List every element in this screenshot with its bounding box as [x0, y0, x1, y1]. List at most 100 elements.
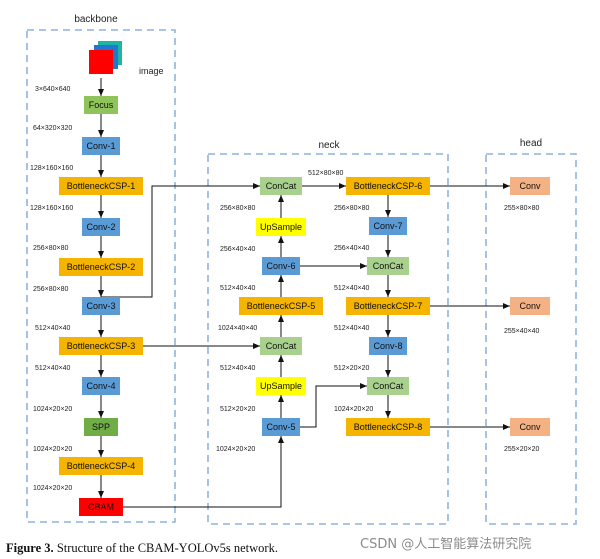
node-box-upsample1: [256, 218, 306, 236]
node-box-concat2: [260, 337, 302, 355]
dim-d-conv4: 1024×20×20: [33, 406, 72, 413]
node-box-bcsp1: [59, 177, 143, 195]
node-label-conv1: Conv-1: [86, 141, 115, 151]
node-head3: Conv: [510, 418, 550, 436]
dim-d-concat2: 512×40×40: [220, 365, 256, 372]
dim-d-bcsp6-top: 512×80×80: [308, 170, 344, 177]
node-box-head2: [510, 297, 550, 315]
node-box-conv2: [82, 218, 120, 236]
dim-d-conv3: 512×40×40: [35, 325, 71, 332]
node-label-concat3: ConCat: [373, 261, 404, 271]
node-label-conv8: Conv-8: [373, 341, 402, 351]
node-label-conv3: Conv-3: [86, 301, 115, 311]
node-box-head1: [510, 177, 550, 195]
node-label-bcsp5: BottleneckCSP-5: [247, 301, 316, 311]
node-bcsp4: BottleneckCSP-4: [59, 457, 143, 475]
node-box-conv1: [82, 137, 120, 155]
node-box-conv4: [82, 377, 120, 395]
node-label-concat2: ConCat: [266, 341, 297, 351]
node-label-upsample2: UpSample: [260, 381, 302, 391]
caption-text: Structure of the CBAM-YOLOv5s network.: [53, 541, 278, 555]
node-conv7: Conv-7: [369, 217, 407, 235]
dim-d-conv6: 512×40×40: [220, 285, 256, 292]
node-label-bcsp6: BottleneckCSP-6: [354, 181, 423, 191]
node-box-conv5: [262, 418, 300, 436]
node-concat2: ConCat: [260, 337, 302, 355]
node-upsample2: UpSample: [256, 377, 306, 395]
node-box-bcsp4: [59, 457, 143, 475]
node-bcsp1: BottleneckCSP-1: [59, 177, 143, 195]
node-box-conv7: [369, 217, 407, 235]
node-box-concat4: [367, 377, 409, 395]
node-concat4: ConCat: [367, 377, 409, 395]
dim-d-head2: 255×40×40: [504, 328, 540, 335]
node-bcsp6: BottleneckCSP-6: [346, 177, 430, 195]
node-label-bcsp7: BottleneckCSP-7: [354, 301, 423, 311]
node-label-head3: Conv: [519, 422, 541, 432]
nodes: FocusConv-1BottleneckCSP-1Conv-2Bottlene…: [59, 96, 550, 516]
backbone-frame: [26, 29, 176, 523]
dim-d-bcsp4: 1024×20×20: [33, 485, 72, 492]
node-box-concat1: [260, 177, 302, 195]
node-label-head1: Conv: [519, 181, 541, 191]
node-cbam: CBAM: [79, 498, 123, 516]
head-title: head: [520, 138, 542, 149]
node-box-conv8: [369, 337, 407, 355]
node-box-bcsp6: [346, 177, 430, 195]
node-head1: Conv: [510, 177, 550, 195]
node-box-conv6: [262, 257, 300, 275]
node-box-spp: [84, 418, 118, 436]
node-box-conv3: [82, 297, 120, 315]
node-label-spp: SPP: [92, 422, 110, 432]
node-conv4: Conv-4: [82, 377, 120, 395]
dim-d-img: 3×640×640: [35, 86, 71, 93]
head-frame: [485, 153, 577, 525]
node-bcsp3: BottleneckCSP-3: [59, 337, 143, 355]
node-conv1: Conv-1: [82, 137, 120, 155]
node-label-focus: Focus: [89, 100, 114, 110]
edge-20: [101, 183, 260, 298]
node-box-bcsp3: [59, 337, 143, 355]
node-label-bcsp8: BottleneckCSP-8: [354, 422, 423, 432]
node-label-bcsp4: BottleneckCSP-4: [67, 461, 136, 471]
node-head2: Conv: [510, 297, 550, 315]
node-focus: Focus: [84, 96, 118, 114]
node-conv6: Conv-6: [262, 257, 300, 275]
neck-title: neck: [318, 140, 340, 151]
dimension-labels: 3×640×640 64×320×320 128×160×160 128×160×16…: [30, 86, 540, 492]
node-box-bcsp5: [239, 297, 323, 315]
edge-29: [300, 383, 367, 428]
dim-d-head1: 255×80×80: [504, 205, 540, 212]
node-box-focus: [84, 96, 118, 114]
dim-d-concat1: 256×80×80: [220, 205, 256, 212]
node-label-concat1: ConCat: [266, 181, 297, 191]
dim-d-upsample1: 256×40×40: [220, 246, 256, 253]
node-conv5: Conv-5: [262, 418, 300, 436]
watermark: CSDN @人工智能算法研究院: [360, 537, 532, 552]
dim-d-bcsp5: 1024×40×40: [218, 325, 257, 332]
node-box-cbam: [79, 498, 123, 516]
node-label-conv4: Conv-4: [86, 381, 115, 391]
dim-d-bcsp1: 128×160×160: [30, 205, 73, 212]
dim-d-focus: 64×320×320: [33, 125, 72, 132]
node-label-conv2: Conv-2: [86, 222, 115, 232]
node-label-upsample1: UpSample: [260, 222, 302, 232]
dim-d-concat4: 1024×20×20: [334, 406, 373, 413]
node-concat3: ConCat: [367, 257, 409, 275]
neck-frame: [207, 153, 449, 525]
node-conv2: Conv-2: [82, 218, 120, 236]
dim-d-head3: 255×20×20: [504, 446, 540, 453]
node-box-bcsp2: [59, 258, 143, 276]
node-label-conv6: Conv-6: [266, 261, 295, 271]
edges: [98, 78, 510, 508]
node-box-bcsp7: [346, 297, 430, 315]
figure-caption: Figure 3. Structure of the CBAM-YOLOv5s …: [6, 541, 278, 556]
node-box-upsample2: [256, 377, 306, 395]
node-label-head2: Conv: [519, 301, 541, 311]
image-label: image: [139, 66, 164, 76]
dim-d-conv5: 1024×20×20: [216, 446, 255, 453]
dim-d-bcsp6: 256×80×80: [334, 205, 370, 212]
dim-d-conv1: 128×160×160: [30, 165, 73, 172]
dim-d-bcsp3: 512×40×40: [35, 365, 71, 372]
dim-d-conv8: 512×20×20: [334, 365, 370, 372]
